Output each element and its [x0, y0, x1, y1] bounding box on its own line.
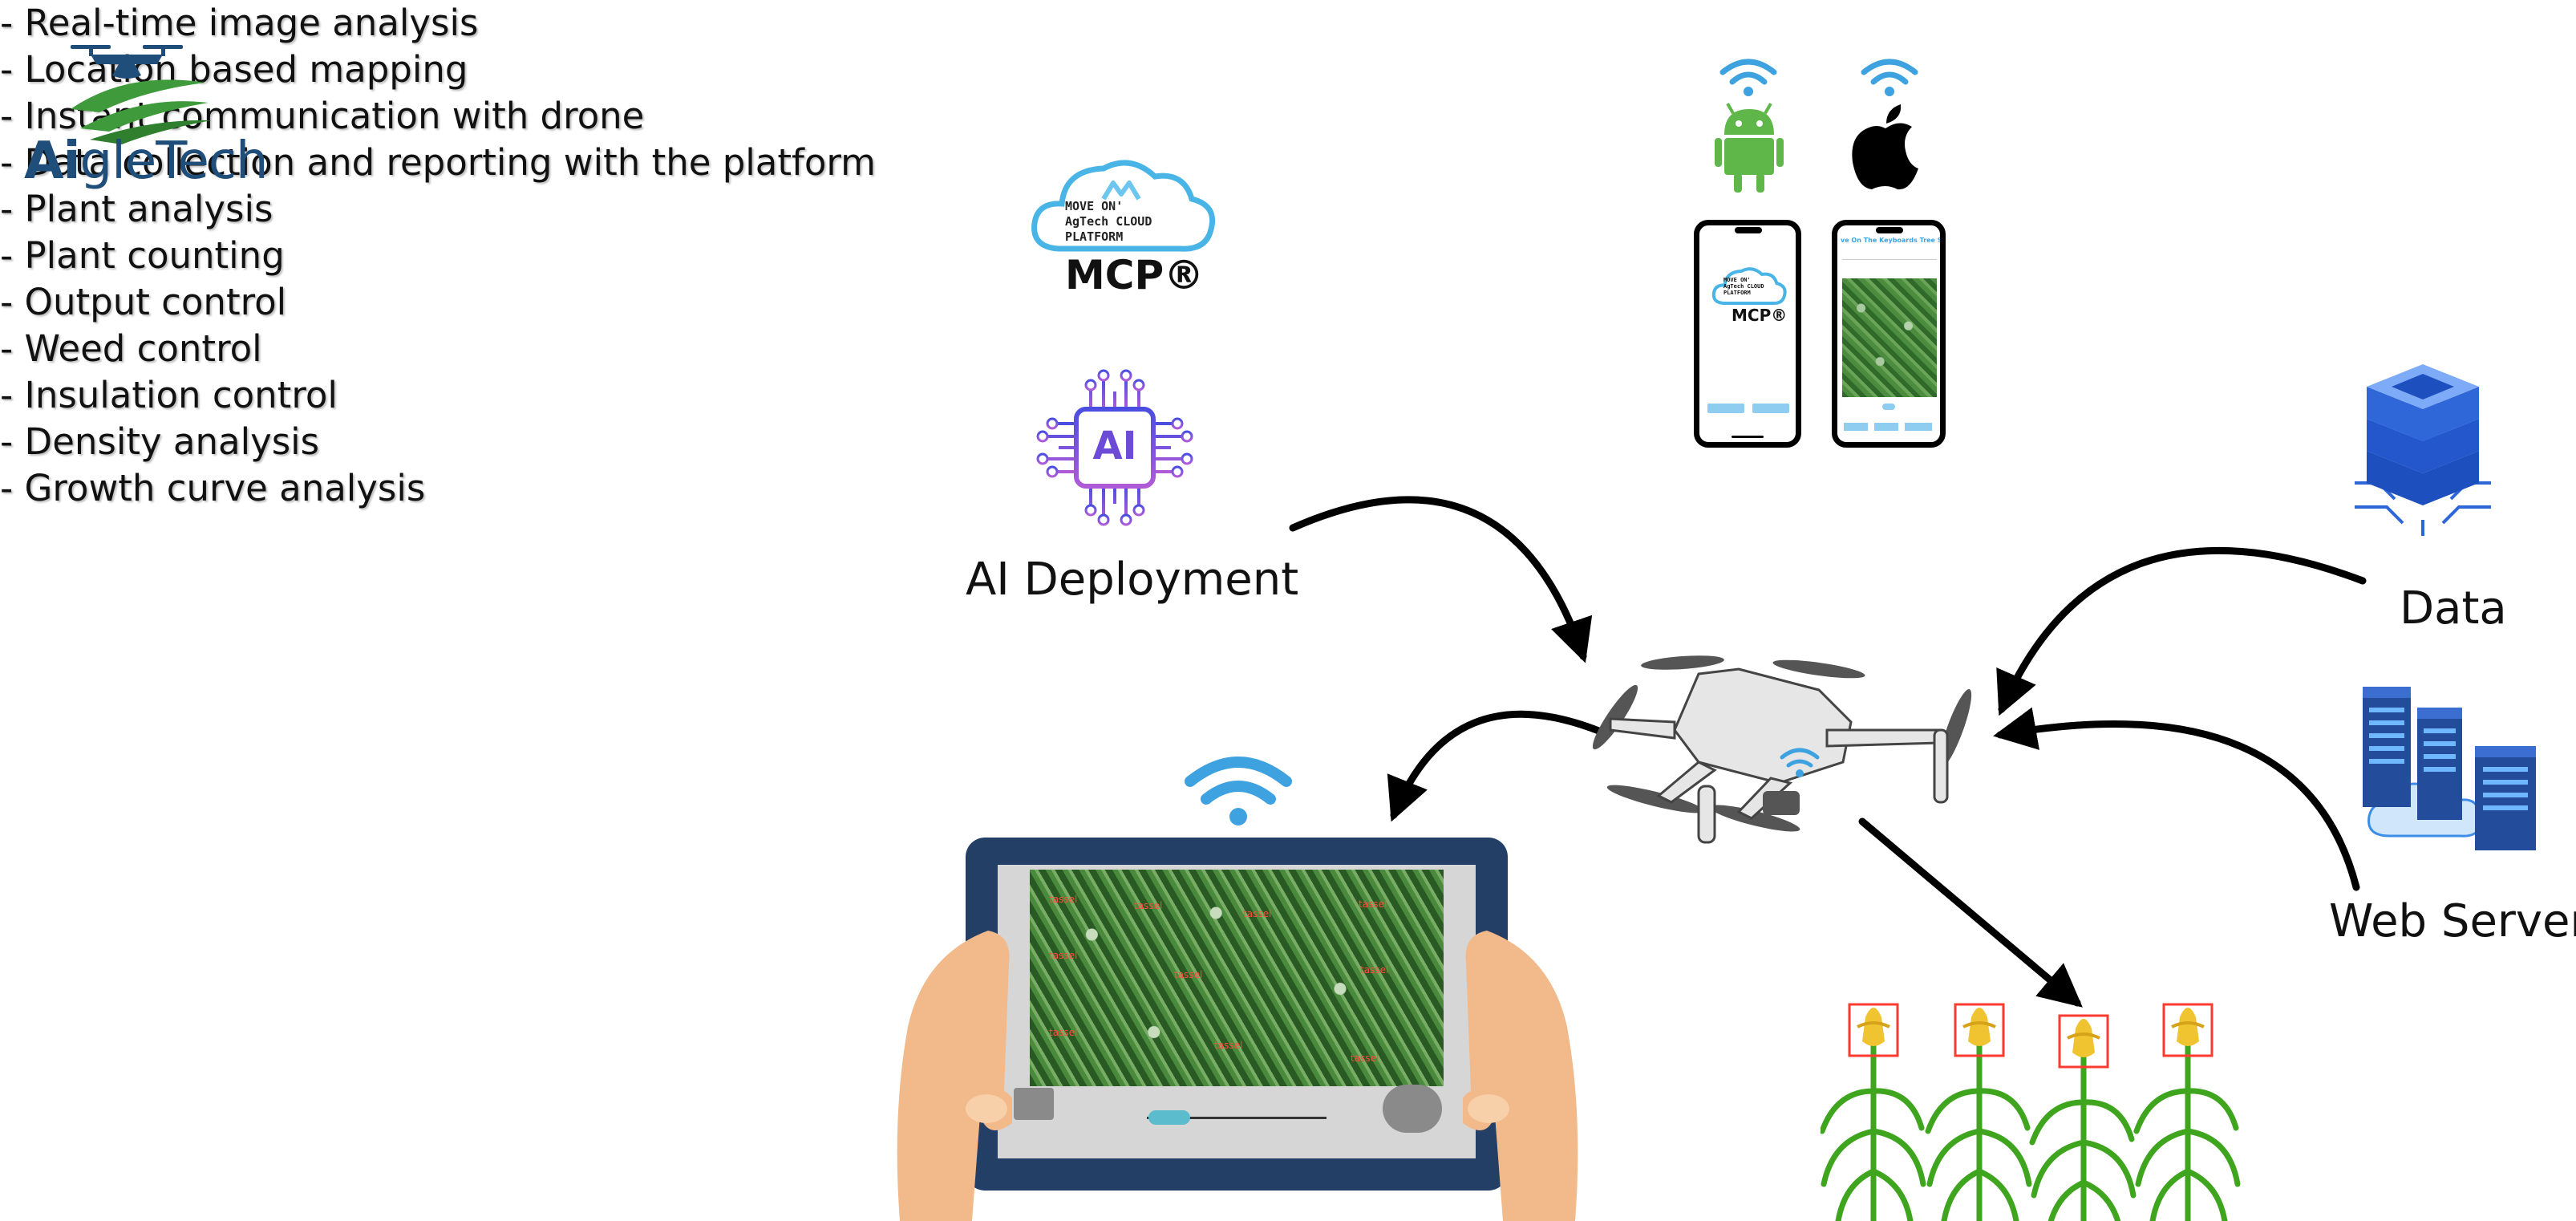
- mcp-line-2: AgTech CLOUD: [1065, 214, 1152, 229]
- mcp-wordmark: MCP®: [1065, 252, 1205, 298]
- feature-item: - Location based mapping: [0, 48, 468, 91]
- phone-mcp-line-2: AgTech CLOUD: [1723, 283, 1764, 290]
- mcp-line-3: PLATFORM: [1065, 229, 1124, 244]
- phone-mcp-mark: MCP®: [1732, 306, 1788, 325]
- tablet: tassel tassel tassel tassel tassel tasse…: [966, 838, 1508, 1191]
- tablet-button-left[interactable]: [1014, 1088, 1054, 1120]
- ai-chip-text: AI: [1092, 424, 1137, 469]
- feature-item: - Output control: [0, 281, 287, 323]
- phone-header: ve On The Keyboards Tree S: [1841, 237, 1942, 244]
- phone-button-right[interactable]: [1752, 404, 1789, 413]
- phone-mcp-line-3: PLATFORM: [1723, 290, 1751, 296]
- detection-tag: tassel: [1360, 964, 1389, 976]
- feature-item: - Data collection and reporting with the…: [0, 141, 876, 184]
- feature-item: - Density analysis: [0, 420, 320, 463]
- phone-mcp-lines: MOVE ON' AgTech CLOUD PLATFORM: [1723, 277, 1764, 296]
- detection-tag: tassel: [1351, 1053, 1379, 1064]
- brand-logo: [22, 39, 263, 199]
- phone-button-left[interactable]: [1707, 404, 1744, 413]
- arrow-icon: [1858, 817, 2083, 1008]
- arrow-icon: [1289, 496, 1593, 663]
- arrow-icon: [1387, 710, 1605, 822]
- web-server-icon: [2363, 687, 2536, 850]
- brand-name-rest: gleTech: [79, 132, 268, 191]
- mcp-logo: MOVE ON' AgTech CLOUD PLATFORM MCP®: [1027, 152, 1219, 305]
- data-label: Data: [2400, 582, 2507, 635]
- detection-tag: tassel: [1174, 969, 1203, 980]
- brand-name-bold: Ai: [24, 132, 80, 191]
- arrow-icon: [1996, 546, 2367, 716]
- feature-item: - Plant counting: [0, 234, 285, 277]
- detection-tag: tassel: [1049, 894, 1078, 905]
- detection-tag: tassel: [1134, 900, 1163, 911]
- phone-left: MOVE ON' AgTech CLOUD PLATFORM MCP®: [1694, 220, 1801, 448]
- ai-deployment-label: AI Deployment: [966, 554, 1299, 606]
- database-icon: [2355, 364, 2491, 536]
- detection-tag: tassel: [1359, 899, 1387, 910]
- phone-right: ve On The Keyboards Tree S: [1832, 220, 1946, 448]
- feature-item: - Insulation control: [0, 374, 338, 416]
- left-hand: [897, 931, 1012, 1221]
- tablet-button-right[interactable]: [1383, 1085, 1442, 1133]
- feature-item: - Plant analysis: [0, 188, 273, 230]
- android-icon: [1715, 103, 1784, 193]
- feature-item: - Real-time image analysis: [0, 2, 479, 44]
- mcp-line-1: MOVE ON': [1065, 199, 1124, 213]
- detection-tag: tassel: [1214, 1040, 1243, 1051]
- corn-plant-icon: [1821, 1003, 1926, 1221]
- tablet-camera-feed: tassel tassel tassel tassel tassel tasse…: [1030, 870, 1444, 1086]
- wifi-icon: [1861, 59, 1918, 96]
- corn-field: [1821, 995, 2270, 1221]
- detection-tag: tassel: [1049, 950, 1078, 961]
- wifi-icon: [1719, 59, 1777, 96]
- ai-chip: AI: [1035, 367, 1195, 528]
- phone-mcp-line-1: MOVE ON': [1723, 277, 1751, 283]
- drone-logo-icon: [71, 45, 212, 144]
- feature-item: - Growth curve analysis: [0, 467, 426, 509]
- web-server-label: Web Server: [2329, 895, 2576, 947]
- wifi-icon: [1185, 757, 1292, 825]
- right-hand: [1463, 931, 1578, 1221]
- detection-tag: tassel: [1049, 1027, 1078, 1038]
- apple-icon: [1852, 104, 1918, 190]
- arrow-icon: [1993, 707, 2360, 891]
- detection-tag: tassel: [1243, 908, 1272, 919]
- timeline-slider[interactable]: [1148, 1110, 1190, 1125]
- ai-chip-icon: [1036, 369, 1193, 526]
- cloud-icon: [1031, 160, 1215, 252]
- feature-item: - Weed control: [0, 327, 262, 370]
- drone-icon: [1592, 655, 1972, 844]
- cloud-icon: [1711, 267, 1787, 306]
- field-photo: [1842, 278, 1937, 397]
- brand-name: AigleTech: [24, 132, 269, 191]
